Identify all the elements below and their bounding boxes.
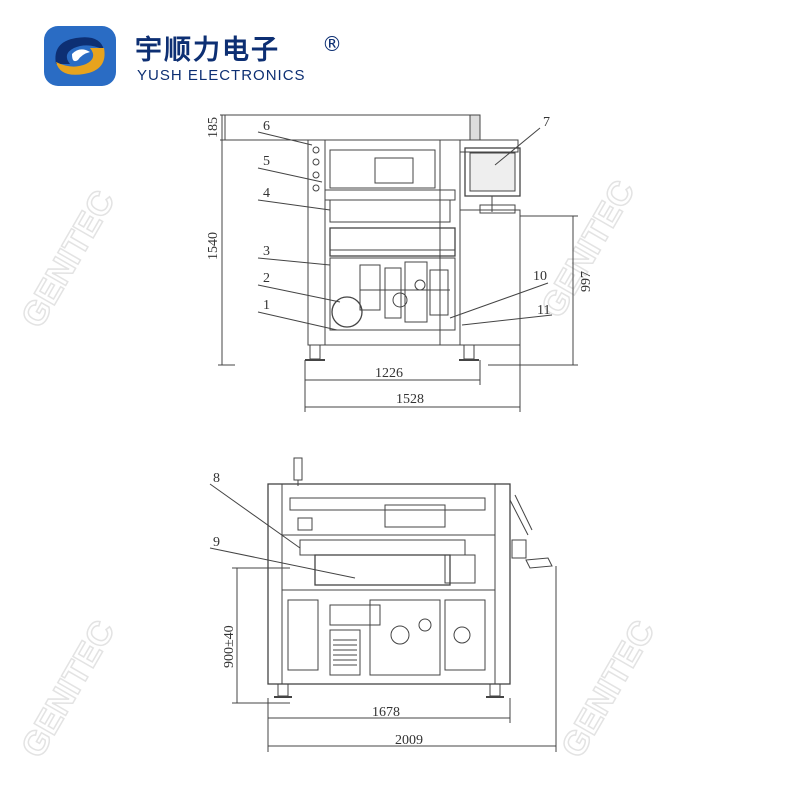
svg-text:GENITEC: GENITEC bbox=[554, 614, 662, 764]
yush-logo-icon bbox=[44, 26, 116, 86]
callout-3: 3 bbox=[263, 244, 270, 259]
callout-9: 9 bbox=[213, 535, 220, 550]
callout-6: 6 bbox=[263, 119, 270, 134]
dim-997: 997 bbox=[579, 271, 594, 292]
dim-1528: 1528 bbox=[396, 392, 424, 407]
dim-1540: 1540 bbox=[206, 232, 221, 260]
brand-name-en: YUSH ELECTRONICS bbox=[137, 67, 306, 84]
dim-2009: 2009 bbox=[395, 733, 423, 748]
dim-1226: 1226 bbox=[375, 366, 403, 381]
callout-2: 2 bbox=[263, 271, 270, 286]
callout-4: 4 bbox=[263, 186, 270, 201]
side-view bbox=[209, 457, 557, 752]
callout-7: 7 bbox=[543, 115, 550, 130]
svg-text:GENITEC: GENITEC bbox=[534, 174, 642, 324]
dim-900: 900±40 bbox=[222, 625, 237, 668]
svg-text:GENITEC: GENITEC bbox=[14, 614, 122, 764]
registered-mark: ® bbox=[322, 32, 342, 56]
callout-11: 11 bbox=[537, 303, 550, 318]
dim-185: 185 bbox=[206, 117, 221, 138]
front-view bbox=[218, 114, 578, 412]
brand-name-cn: 宇顺力电子 bbox=[135, 35, 280, 66]
callout-1: 1 bbox=[263, 298, 270, 313]
callout-5: 5 bbox=[263, 154, 270, 169]
svg-text:GENITEC: GENITEC bbox=[14, 184, 122, 334]
callout-8: 8 bbox=[213, 471, 220, 486]
callout-10: 10 bbox=[533, 269, 547, 284]
dim-1678: 1678 bbox=[372, 705, 400, 720]
watermark: GENITEC GENITEC GENITEC GENITEC bbox=[13, 173, 663, 764]
